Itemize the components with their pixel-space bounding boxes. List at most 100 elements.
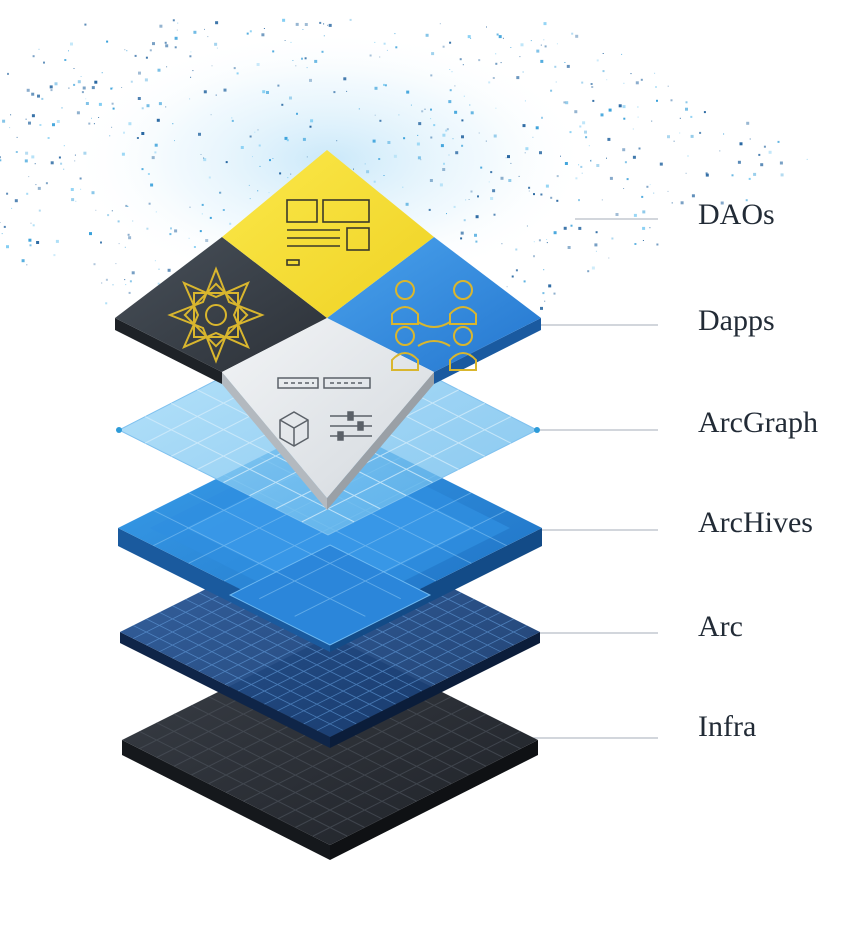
particle — [71, 188, 74, 191]
particle — [35, 184, 36, 185]
particle — [525, 100, 526, 101]
particle — [541, 45, 542, 46]
particle — [539, 151, 542, 154]
particle — [516, 76, 519, 79]
particle — [454, 206, 456, 208]
particle — [32, 114, 35, 117]
particle — [639, 148, 641, 150]
particle — [464, 96, 465, 97]
particle — [155, 260, 156, 261]
particle — [501, 177, 504, 180]
particle — [592, 100, 594, 102]
particle — [122, 153, 125, 156]
particle — [406, 203, 409, 206]
particle — [547, 242, 548, 243]
particle — [395, 46, 397, 48]
particle — [113, 108, 115, 110]
particle — [578, 199, 580, 201]
particle — [189, 238, 190, 239]
particle — [750, 139, 751, 140]
particle — [548, 284, 551, 287]
particle — [471, 111, 474, 114]
particle — [468, 35, 471, 38]
particle — [764, 146, 766, 148]
particle — [128, 122, 131, 125]
particle — [554, 293, 556, 295]
particle — [417, 143, 420, 146]
particle — [584, 131, 587, 134]
particle — [660, 163, 663, 166]
particle — [48, 137, 50, 139]
particle — [406, 91, 409, 94]
particle — [343, 77, 346, 80]
particle — [266, 91, 269, 94]
particle — [688, 156, 689, 157]
particle — [75, 201, 76, 202]
particle — [441, 144, 444, 147]
particle — [479, 133, 480, 134]
particle — [607, 138, 610, 141]
particle — [126, 50, 127, 51]
particle — [541, 117, 543, 119]
particle — [282, 19, 285, 22]
particle — [592, 267, 595, 270]
particle — [685, 108, 688, 111]
particle — [138, 97, 141, 100]
particle — [202, 204, 204, 206]
particle — [543, 269, 544, 270]
particle — [508, 179, 511, 182]
particle — [119, 243, 120, 244]
particle — [56, 240, 59, 243]
particle — [224, 89, 227, 92]
particle — [653, 193, 654, 194]
particle — [602, 199, 603, 200]
particle — [475, 241, 477, 243]
layer-label-daos: DAOs — [698, 200, 775, 230]
particle — [478, 59, 480, 61]
particle — [568, 246, 571, 249]
particle — [68, 88, 69, 89]
particle — [550, 90, 552, 92]
particle — [539, 239, 541, 241]
particle — [257, 63, 260, 66]
label-connectors — [520, 219, 658, 738]
particle — [148, 173, 150, 175]
particle — [177, 30, 178, 31]
particle — [433, 124, 435, 126]
particle — [141, 132, 144, 135]
particle — [210, 217, 212, 219]
particle — [596, 231, 598, 233]
particle — [64, 59, 66, 61]
particle — [430, 74, 432, 76]
particle — [149, 203, 151, 205]
particle — [260, 166, 261, 167]
particle — [385, 84, 387, 86]
particle — [443, 163, 445, 165]
particle — [26, 119, 27, 120]
particle — [699, 132, 701, 134]
particle — [465, 199, 466, 200]
particle — [449, 42, 451, 44]
particle — [83, 152, 86, 155]
particle — [359, 108, 360, 109]
particle — [22, 259, 25, 262]
particle — [571, 225, 573, 227]
particle — [323, 23, 324, 24]
particle — [203, 158, 204, 159]
particle — [302, 29, 303, 30]
particle — [398, 114, 399, 115]
layer-label-arcgraph: ArcGraph — [698, 408, 818, 438]
particle — [190, 207, 191, 208]
particle — [545, 45, 547, 47]
particle — [476, 215, 479, 218]
particle — [261, 33, 264, 36]
particle — [594, 243, 597, 246]
particle — [623, 105, 626, 108]
particle — [596, 164, 599, 167]
particle — [223, 209, 225, 211]
particle — [6, 193, 8, 195]
particle — [564, 227, 567, 230]
particle — [154, 151, 156, 153]
particle — [525, 152, 526, 153]
